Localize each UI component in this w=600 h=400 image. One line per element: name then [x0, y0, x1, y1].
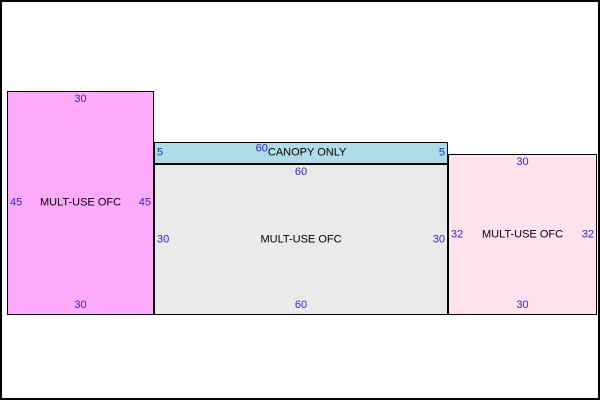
zone-mult-use-ofc-center: 60 30 MULT-USE OFC 30 60: [154, 164, 448, 315]
dimension-label-left: 45: [10, 196, 23, 209]
zone-name: MULT-USE OFC: [481, 228, 564, 240]
canopy-center-labels: 60 CANOPY ONLY: [256, 143, 347, 160]
dimension-label-top: 30: [74, 93, 87, 105]
dimension-label-bottom: 30: [516, 299, 529, 311]
dimension-label-right: 30: [432, 233, 445, 245]
dimension-label-top: 30: [516, 156, 529, 168]
zone-mult-use-ofc-right: 30 32 MULT-USE OFC 32 30: [448, 154, 597, 315]
dimension-label-bottom: 60: [294, 299, 308, 311]
zone-mult-use-ofc-left: 30 45 MULT-USE OFC 45 30: [7, 91, 154, 315]
zone-name: MULT-USE OFC: [260, 233, 342, 245]
dimension-label-right: 32: [581, 228, 594, 240]
dimension-label-left: 32: [451, 228, 464, 240]
dimension-label-top: 60: [294, 166, 308, 178]
zone-name: MULT-USE OFC: [39, 196, 122, 209]
dimension-label-right: 45: [138, 196, 151, 209]
zone-canopy-only: 5 60 CANOPY ONLY 5: [154, 142, 448, 164]
dimension-label-right: 5: [438, 146, 445, 159]
dimension-label-left: 5: [157, 146, 164, 159]
dimension-label-top: 60: [255, 142, 268, 155]
dimension-label-bottom: 30: [74, 299, 87, 311]
zone-name: CANOPY ONLY: [267, 146, 347, 159]
dimension-label-left: 30: [157, 233, 170, 245]
